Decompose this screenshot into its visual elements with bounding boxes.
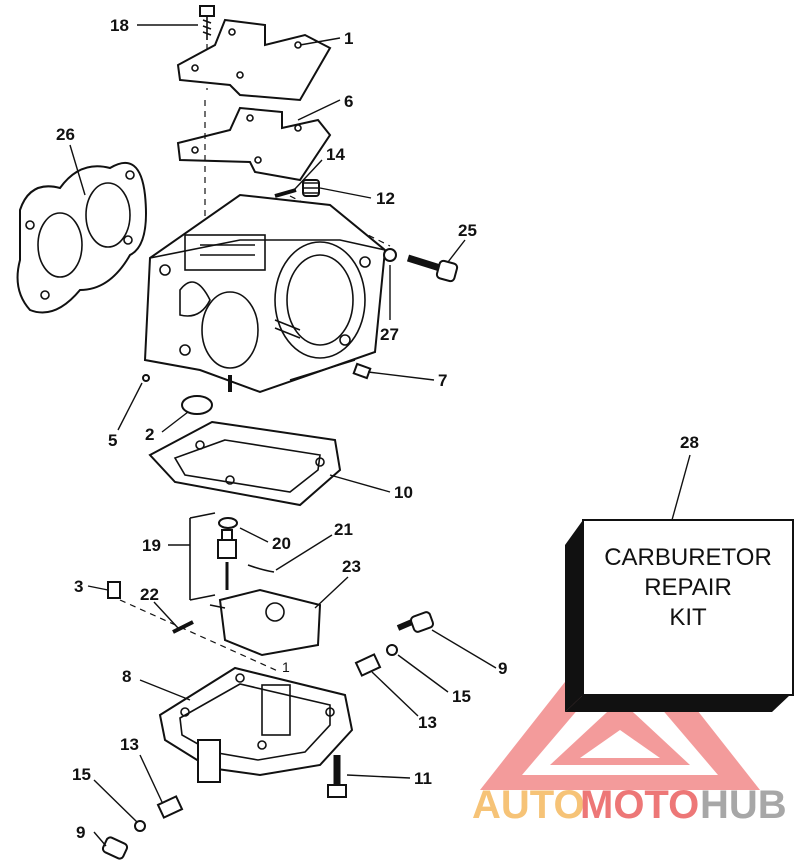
part-13-upper-jet	[354, 653, 382, 677]
callout-5: 5	[108, 431, 117, 450]
kit-label-line-2: REPAIR	[644, 574, 732, 601]
part-25-bolt	[406, 254, 459, 283]
callout-26: 26	[56, 125, 75, 144]
part-21-float-clip	[247, 564, 275, 573]
callout-1: 1	[344, 29, 353, 48]
part-22-float-pin	[172, 620, 194, 634]
callout-27: 27	[380, 325, 399, 344]
watermark-auto: AUTO	[472, 783, 585, 827]
part-15-lower-washer	[134, 820, 146, 832]
part-13-lower-jet	[156, 795, 184, 819]
callout-15-upper: 15	[452, 687, 471, 706]
part-26-flange-gasket	[16, 162, 147, 314]
kit-label-line-3: KIT	[669, 604, 707, 631]
part-7-idle-screw	[352, 362, 372, 380]
part-8-float-bowl	[158, 666, 354, 783]
callout-13-upper: 13	[418, 713, 437, 732]
part-6-gasket	[176, 106, 332, 182]
callout-20: 20	[272, 534, 291, 553]
callout-6: 6	[344, 92, 353, 111]
part-2-welch-plug	[181, 395, 213, 415]
callout-22: 22	[140, 585, 159, 604]
callout-10: 10	[394, 483, 413, 502]
callout-8: 8	[122, 667, 131, 686]
callout-13-lower: 13	[120, 735, 139, 754]
part-20-gasket	[218, 517, 238, 529]
callout-3: 3	[74, 577, 83, 596]
callout-9-lower: 9	[76, 823, 85, 842]
callout-21: 21	[334, 520, 353, 539]
callout-7: 7	[438, 371, 447, 390]
part-9-lower-screw	[101, 836, 129, 860]
callout-28: 28	[680, 433, 699, 452]
part-19-inlet-needle-seat	[217, 529, 237, 590]
callout-15-lower: 15	[72, 765, 91, 784]
part-23-float	[209, 588, 322, 657]
callout-12: 12	[376, 189, 395, 208]
callout-numbers: 18 1 6 14 12 26 25 27 7 5 2 10 28 19 20 …	[56, 16, 699, 842]
part-11-drain-plug-screw	[327, 755, 347, 798]
watermark-hub: HUB	[700, 783, 787, 827]
callout-25: 25	[458, 221, 477, 240]
repair-kit-box: CARBURETOR REPAIR KIT	[565, 519, 794, 712]
part-3-drain-screw	[107, 581, 121, 599]
watermark-moto: MOTO	[580, 783, 699, 827]
leader-lines	[69, 24, 691, 847]
part-14-pin	[274, 188, 297, 198]
callout-9-upper: 9	[498, 659, 507, 678]
part-15-upper-washer	[386, 644, 398, 656]
callout-11: 11	[414, 769, 432, 788]
callout-19: 19	[142, 536, 161, 555]
callout-14: 14	[326, 145, 345, 164]
part-19-group-bracket	[189, 512, 216, 601]
callout-2: 2	[145, 425, 154, 444]
part-18-screw	[199, 5, 215, 40]
part-10-float-bowl-gasket	[148, 420, 342, 507]
part-5-ball	[142, 374, 150, 382]
carburetor-body	[143, 193, 387, 394]
part-1-cover-plate	[176, 18, 332, 102]
part-9-upper-screw	[396, 611, 435, 633]
callout-18: 18	[110, 16, 129, 35]
kit-label-line-1: CARBURETOR	[604, 544, 772, 571]
float-bowl-mark-1: 1	[282, 659, 290, 675]
part-27-lockwasher	[383, 248, 397, 262]
callout-23: 23	[342, 557, 361, 576]
